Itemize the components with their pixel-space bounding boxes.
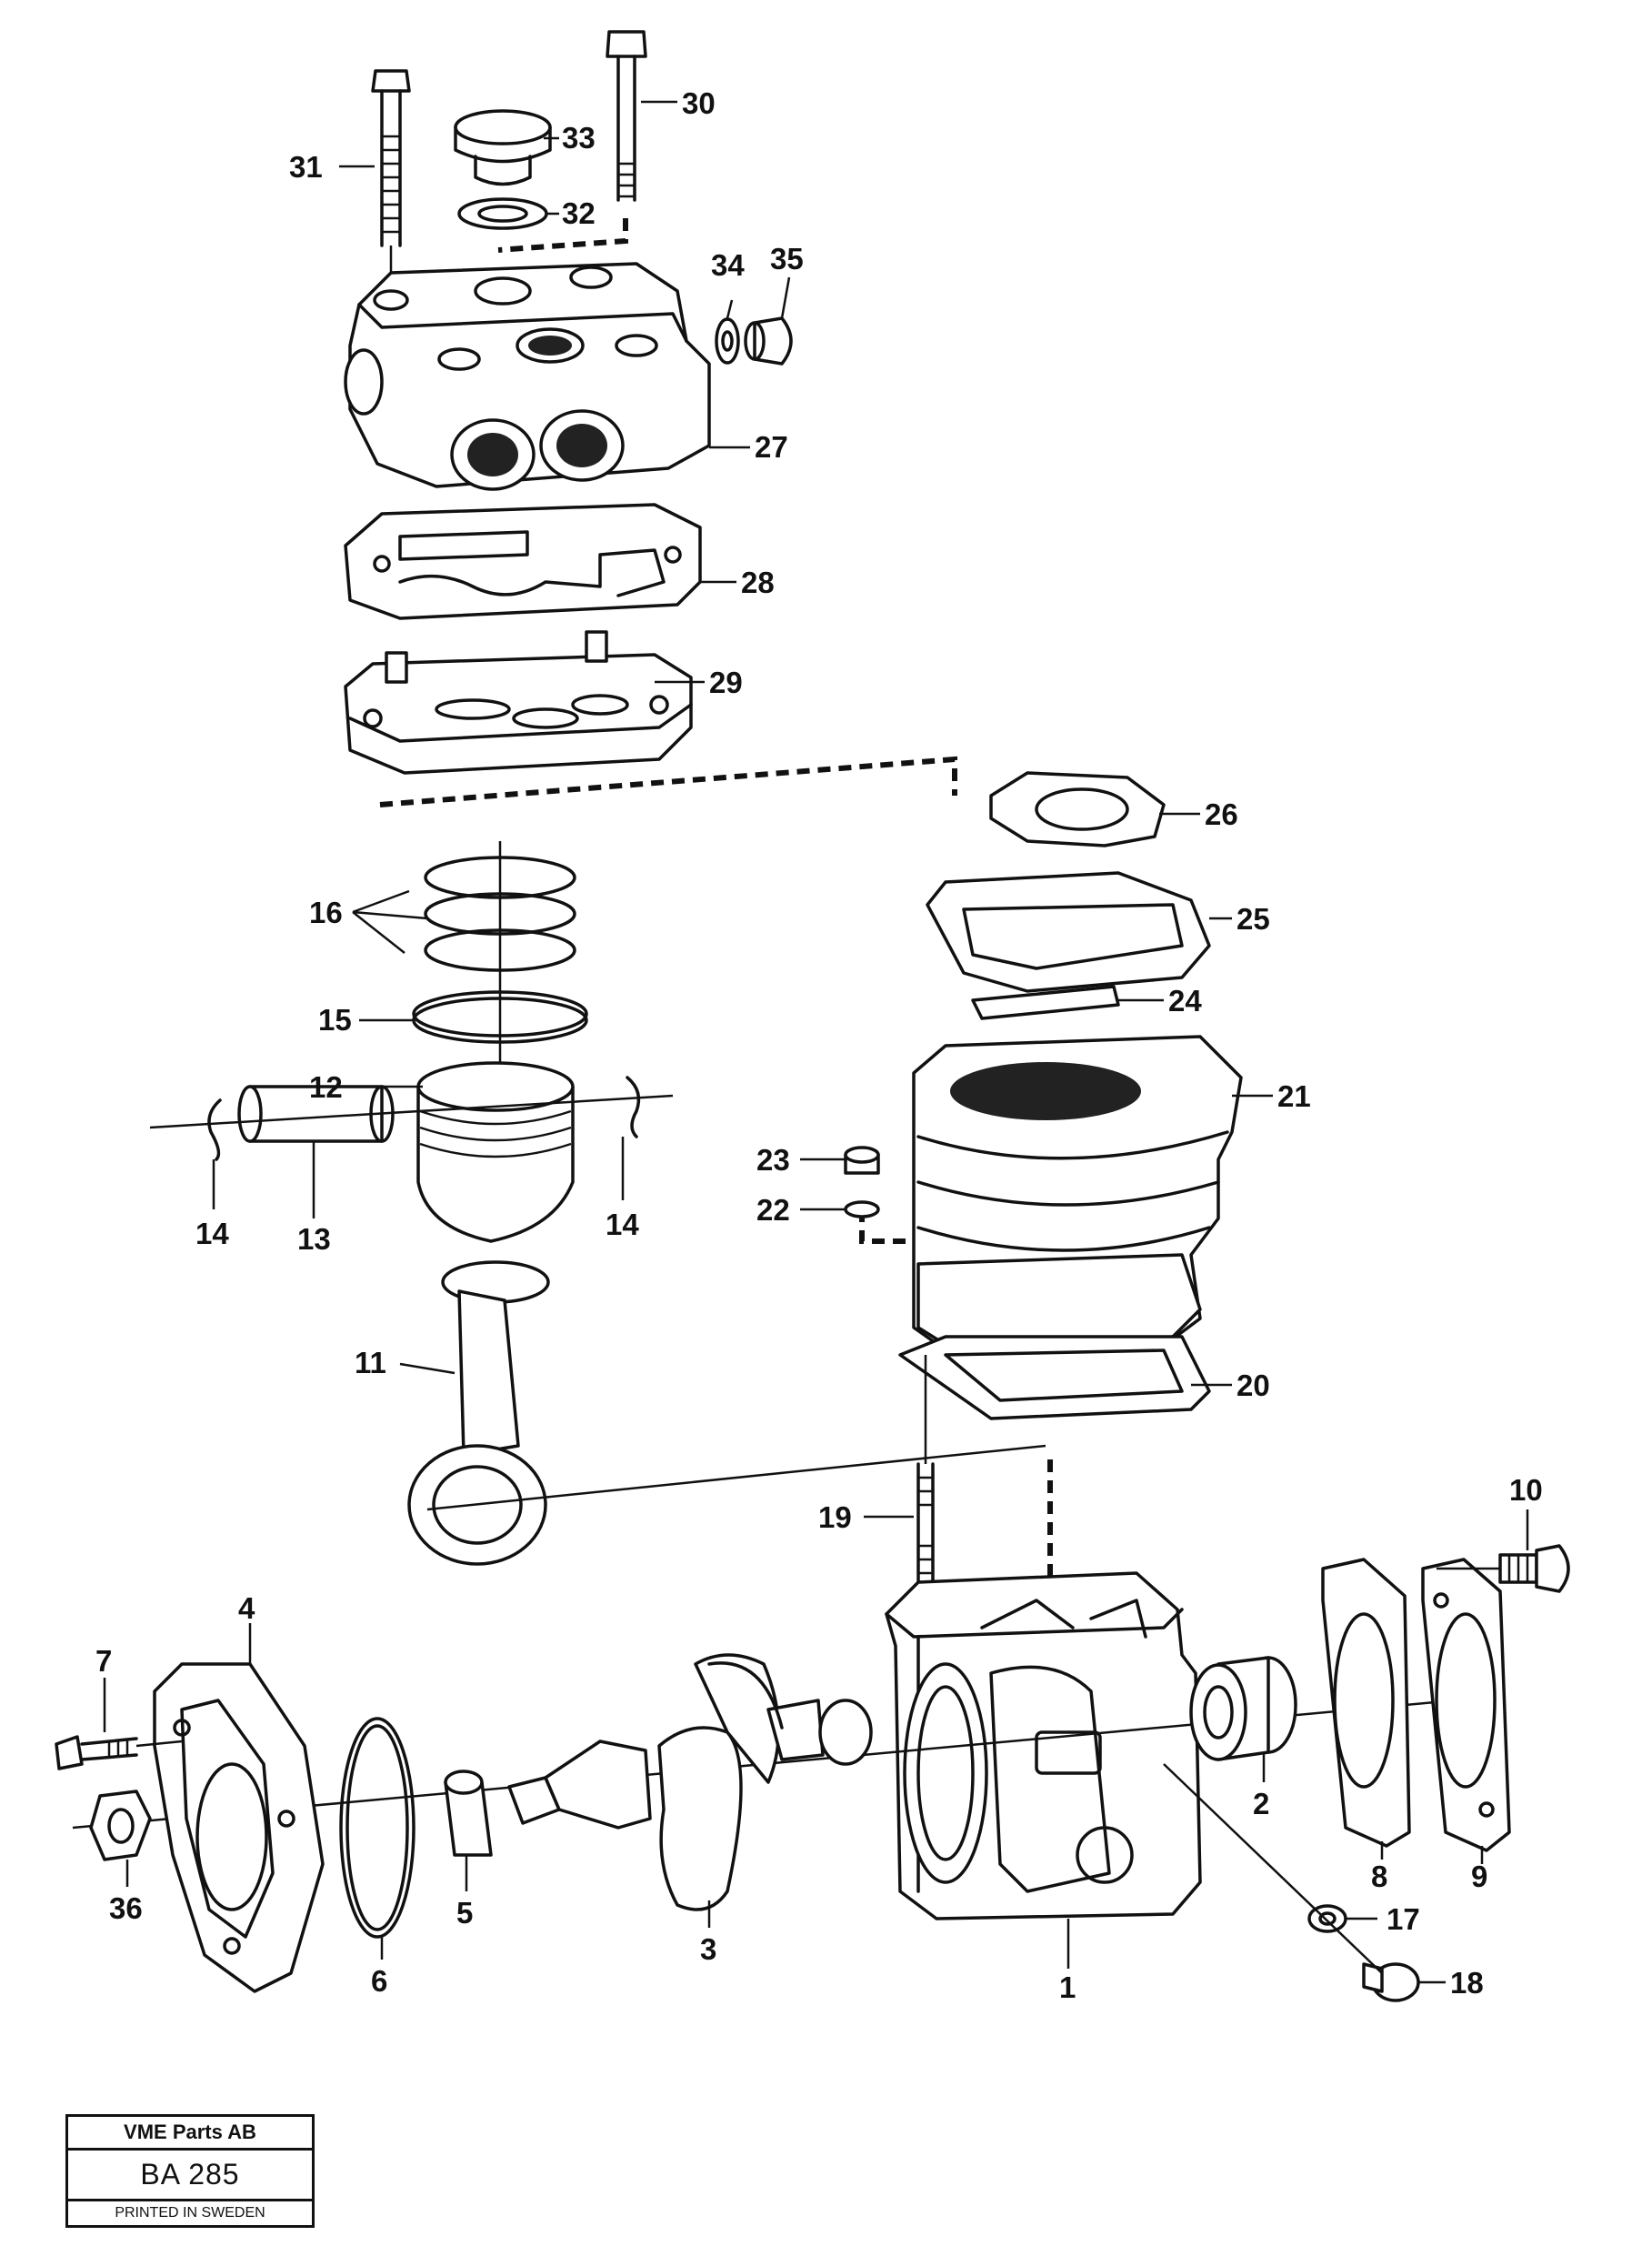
- plug-axis: [1163, 1763, 1383, 1974]
- circlip-14-left: [207, 1098, 222, 1161]
- nut-36: [89, 1790, 152, 1861]
- callout-34: 34: [711, 248, 745, 282]
- rod-axis: [426, 1444, 1046, 1511]
- callout-26: 26: [1205, 797, 1238, 831]
- connecting-rod-11: [407, 1260, 550, 1566]
- washer-32: [457, 197, 548, 230]
- callout-9: 9: [1471, 1860, 1487, 1893]
- leader-34: [726, 299, 734, 319]
- callout-32: 32: [562, 196, 596, 230]
- callout-14-right: 14: [606, 1208, 639, 1241]
- stud-19: [916, 1355, 935, 1584]
- cylinder-21: [912, 1035, 1243, 1361]
- printed-note: PRINTED IN SWEDEN: [115, 2205, 265, 2221]
- plug-35: [744, 316, 793, 366]
- callout-33: 33: [562, 121, 596, 155]
- bolt-30: [606, 30, 647, 202]
- screw-10: [1437, 1544, 1570, 1593]
- gasket-26: [989, 771, 1166, 847]
- callout-12: 12: [309, 1070, 343, 1104]
- piston-12: [416, 1061, 575, 1243]
- callout-22: 22: [756, 1193, 790, 1227]
- end-cover-4: [153, 1662, 325, 1993]
- plug-33: [454, 109, 552, 186]
- bearing-2: [1189, 1656, 1297, 1761]
- reed-24: [971, 985, 1120, 1020]
- plug-18: [1362, 1962, 1420, 2002]
- valve-plate-29: [344, 630, 693, 775]
- callout-21: 21: [1277, 1079, 1311, 1113]
- assembly-line-bolt30: [497, 218, 628, 253]
- callout-3: 3: [700, 1932, 716, 1966]
- gasket-8: [1321, 1558, 1411, 1848]
- nut-23: [844, 1146, 880, 1175]
- callout-29: 29: [709, 666, 743, 699]
- drawing-code: BA 285: [68, 2151, 312, 2201]
- bearing-5: [444, 1770, 493, 1857]
- screw-7: [55, 1735, 183, 1770]
- washer-22: [844, 1200, 880, 1218]
- callout-17: 17: [1387, 1902, 1420, 1936]
- leader-16: [352, 889, 428, 954]
- callout-23: 23: [756, 1143, 790, 1177]
- callout-1: 1: [1059, 1970, 1076, 2004]
- gasket-20: [898, 1335, 1211, 1420]
- callout-19: 19: [818, 1500, 852, 1534]
- callout-18: 18: [1450, 1966, 1484, 2000]
- pin-axis: [149, 1094, 674, 1129]
- callout-4: 4: [238, 1591, 255, 1625]
- company-name: VME Parts AB: [68, 2117, 312, 2151]
- callout-8: 8: [1371, 1860, 1387, 1893]
- callout-16: 16: [309, 896, 343, 929]
- crankcase-1: [885, 1571, 1202, 1920]
- bolt-31: [371, 69, 411, 305]
- callout-27: 27: [755, 430, 788, 464]
- callout-10: 10: [1509, 1473, 1543, 1507]
- leader-11: [399, 1362, 456, 1375]
- gasket-28: [344, 503, 702, 620]
- callout-15: 15: [318, 1003, 352, 1037]
- title-block: VME Parts AB BA 285 PRINTED IN SWEDEN: [65, 2114, 315, 2228]
- circlip-14-right: [626, 1076, 641, 1138]
- leader-35: [780, 276, 791, 319]
- washer-34: [715, 317, 740, 365]
- callout-6: 6: [371, 1964, 387, 1998]
- cover-9: [1421, 1558, 1511, 1852]
- callout-31: 31: [289, 150, 323, 184]
- gasket-25: [926, 871, 1211, 993]
- callout-5: 5: [456, 1896, 473, 1930]
- o-ring-6: [339, 1717, 416, 1939]
- callout-14-left: 14: [195, 1217, 229, 1250]
- piston-pin-13: [237, 1085, 395, 1143]
- crankshaft-3: [507, 1653, 873, 1911]
- callout-30: 30: [682, 86, 716, 120]
- callout-35: 35: [770, 242, 804, 276]
- cylinder-head-27: [344, 262, 711, 491]
- callout-25: 25: [1236, 902, 1270, 936]
- callout-7: 7: [95, 1644, 112, 1678]
- callout-24: 24: [1168, 984, 1202, 1018]
- callout-11: 11: [355, 1346, 386, 1379]
- callout-36: 36: [109, 1891, 143, 1925]
- callout-13: 13: [297, 1222, 331, 1256]
- callout-28: 28: [741, 566, 775, 599]
- callout-2: 2: [1253, 1787, 1269, 1820]
- assembly-line-stud-nut: [859, 1209, 918, 1244]
- assembly-line-head-to-cylinder: [379, 756, 957, 807]
- callout-20: 20: [1236, 1369, 1270, 1402]
